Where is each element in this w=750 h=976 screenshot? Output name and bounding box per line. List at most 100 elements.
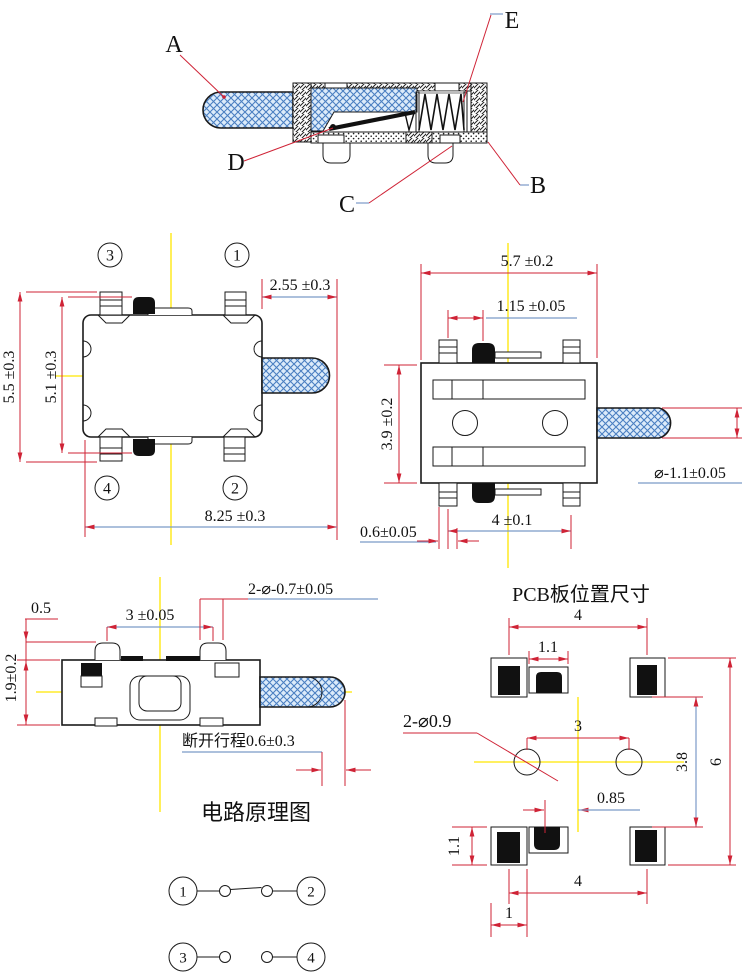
- pad-copper: [497, 832, 520, 863]
- spring-coil-tail: [404, 112, 415, 133]
- terminal-section: [81, 663, 102, 676]
- switch-body: [420, 362, 598, 484]
- section-view: A E D C B: [165, 8, 546, 218]
- plunger-pressed-outline: [306, 676, 323, 708]
- dim-pad-height: 1.1: [446, 836, 463, 856]
- base-notch: [317, 134, 345, 144]
- pin-number: 1: [179, 885, 187, 901]
- terminal-4: [99, 436, 123, 462]
- edge-notch: [82, 340, 92, 358]
- terminal: [438, 482, 458, 507]
- dim-hole-pitch: 3: [574, 718, 582, 735]
- contact-strip: [432, 379, 586, 400]
- dim-height-outer: 5.5 ±0.3: [1, 351, 18, 404]
- spring-end-bar: [463, 91, 468, 133]
- dim-body-height: 3.9 ±0.2: [379, 398, 396, 451]
- bottom-notch: [199, 717, 224, 727]
- housing-base: [310, 131, 488, 144]
- locating-hole: [452, 410, 478, 436]
- dim-bump-offset: 1.15 ±0.05: [497, 298, 566, 315]
- terminal-slot: [80, 675, 103, 688]
- leader-c: [368, 145, 453, 204]
- terminal-3: [99, 291, 123, 316]
- molded-bump: [133, 297, 155, 314]
- side-view: 0.5 1.9±0.2 3 ±0.05 2-⌀-0.7±0.05 断开行程0.6…: [3, 577, 378, 812]
- terminal-leg: [322, 142, 351, 164]
- pin-circle-4: [94, 475, 120, 501]
- label-d: D: [227, 150, 244, 176]
- leader-a-dot: [222, 95, 226, 99]
- edge-notch: [253, 404, 263, 422]
- dim-mid-pad-width: 1.1: [538, 639, 558, 656]
- plunger-shaft: [202, 91, 294, 129]
- pad-copper: [498, 666, 520, 695]
- switch-blade-closed: [230, 887, 262, 890]
- dim-pad-width: 1: [505, 905, 513, 922]
- dim-holes-callout: 2-⌀0.9: [403, 711, 451, 731]
- pcb-title: PCB板位置尺寸: [512, 583, 650, 606]
- plunger: [261, 357, 331, 394]
- molded-bump: [472, 343, 495, 363]
- spring-coil: [418, 93, 465, 131]
- top-black-bar: [166, 656, 200, 661]
- dim-terminal-width: 0.6±0.05: [360, 524, 417, 541]
- dim-pad-pitch-top: 4: [574, 607, 582, 624]
- pad-copper: [534, 827, 560, 850]
- pin-number: 2: [307, 885, 315, 901]
- dim-plunger-ext: 2.55 ±0.3: [270, 277, 331, 294]
- edge-notch: [253, 340, 263, 358]
- pin-circle-3: [97, 242, 123, 268]
- dim-offset: 0.85: [597, 790, 625, 807]
- pin-number: 1: [233, 248, 241, 265]
- dim-outer-height: 6: [708, 758, 725, 766]
- leader: [476, 732, 559, 782]
- terminal-relief: [97, 428, 131, 438]
- dim-tab-step: 0.5: [31, 600, 51, 617]
- terminal: [562, 339, 581, 364]
- pad-copper: [635, 830, 657, 862]
- dim-tab-pitch: 3 ±0.05: [126, 607, 175, 624]
- pin-circle-2: [222, 475, 248, 501]
- top-view: 3 1 4 2 5.5 ±0.3 5.1 ±0.3 2.55 ±0.3 8.25…: [1, 233, 338, 545]
- label-a: A: [165, 32, 183, 58]
- label-c: C: [339, 192, 355, 218]
- pad-copper: [637, 665, 657, 695]
- schematic: 电路原理图 1 2 3 4: [168, 800, 326, 972]
- dim-inner-height: 3.8: [674, 752, 691, 772]
- pcb-view: PCB板位置尺寸 4 1.1 2-⌀0.9: [403, 583, 736, 937]
- pin-number: 4: [103, 481, 111, 498]
- label-b: B: [530, 173, 546, 199]
- dim-shaft-diameter: ⌀-1.1±0.05: [654, 465, 726, 482]
- contact-blade: [328, 109, 416, 132]
- plunger-flange: [310, 87, 418, 132]
- label-e: E: [505, 8, 520, 34]
- pin-number: 3: [179, 951, 187, 967]
- schematic-title: 电路原理图: [201, 800, 311, 825]
- terminal-1: [224, 291, 247, 316]
- pin-number: 4: [307, 951, 315, 967]
- base-notch: [439, 134, 461, 144]
- terminal-relief: [97, 314, 131, 324]
- dim-pad-pitch-bottom: 4: [574, 873, 582, 890]
- terminal-relief: [222, 428, 256, 438]
- ledge: [494, 351, 542, 359]
- top-black-bar: [121, 656, 143, 661]
- base-hatch-patch: [405, 131, 433, 144]
- leader-e: [462, 14, 492, 103]
- ledge: [494, 488, 542, 496]
- terminal-2: [223, 436, 246, 462]
- spring-seat: [417, 91, 467, 94]
- terminal: [438, 339, 458, 364]
- switch-body: [82, 314, 263, 438]
- dim-terminal-pitch: 4 ±0.1: [492, 512, 533, 529]
- leader-b: [487, 141, 521, 186]
- molded-bump: [472, 483, 495, 503]
- dim-height-inner: 5.1 ±0.3: [43, 351, 60, 404]
- center-channel-inner: [138, 675, 182, 712]
- contact-strip: [432, 446, 586, 467]
- housing-top-notch: [434, 82, 460, 92]
- dim-holes: 2-⌀-0.7±0.05: [248, 581, 333, 598]
